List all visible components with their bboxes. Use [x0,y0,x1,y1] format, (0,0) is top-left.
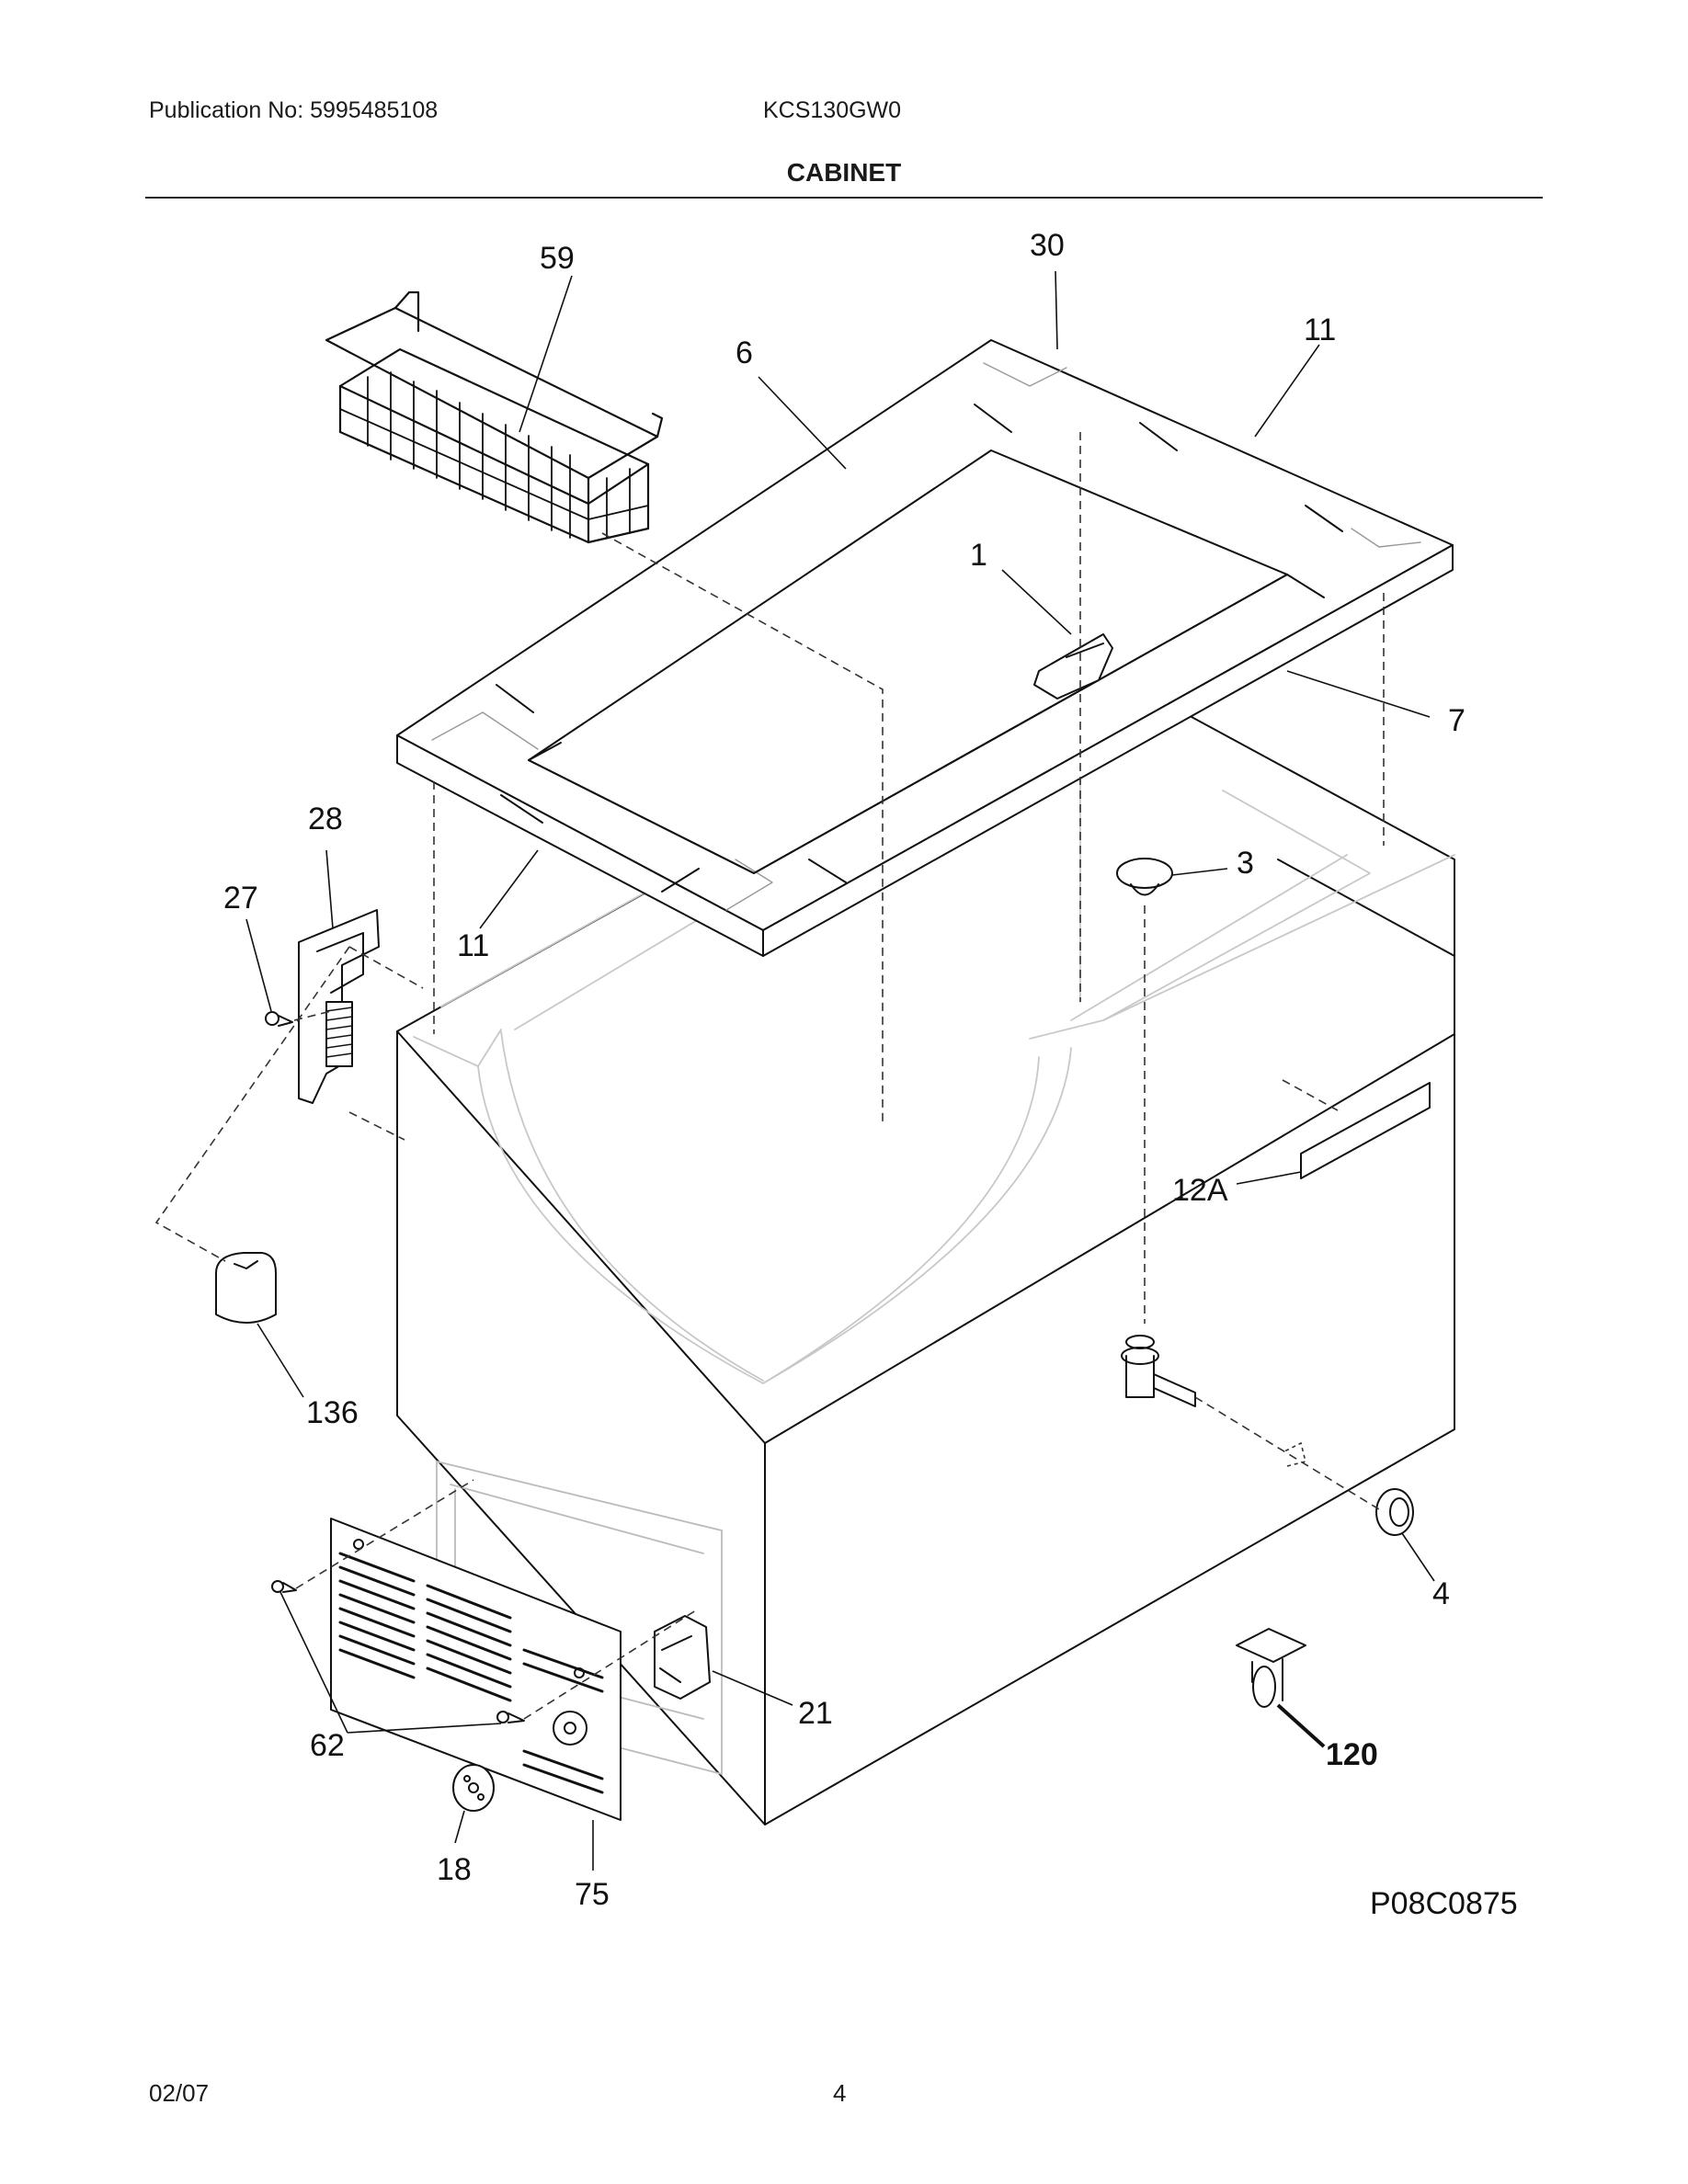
callout-18: 18 [437,1852,472,1887]
part-3-plug [1116,858,1173,896]
leader-120 [1276,1703,1326,1748]
callout-4: 4 [1432,1576,1450,1611]
callout-6: 6 [736,336,753,370]
page-title: CABINET [786,158,902,187]
part-21-relay [654,1615,711,1700]
callout-11-left: 11 [457,928,489,963]
part-62-screw [271,1580,525,1723]
callout-75: 75 [575,1877,610,1912]
callout-27: 27 [223,881,258,916]
part-59-basket [325,290,664,544]
callout-7: 7 [1448,703,1466,738]
callout-21: 21 [798,1696,833,1731]
part-120-caster [1236,1628,1306,1708]
callout-120: 120 [1326,1737,1378,1772]
part-27-screw [265,1011,293,1027]
part-28-hinge [298,909,380,1104]
assembly-lines [154,432,1385,1720]
footer-date: 02/07 [149,2079,210,2107]
callout-1: 1 [970,538,987,573]
callout-59: 59 [540,241,575,276]
lid-gasket [396,339,1454,957]
model-number: KCS130GW0 [763,97,902,123]
leader-lines [245,270,1435,1871]
header-rule [145,197,1543,199]
drain-fitting [1121,1335,1196,1407]
callout-11-top: 11 [1304,313,1336,347]
part-75-grille [330,1518,622,1821]
part-4-cap [1375,1488,1414,1536]
callout-12a: 12A [1172,1173,1228,1208]
callouts: 59 30 11 6 1 7 28 27 11 3 12A 136 4 21 6… [223,228,1466,1912]
part-18-grommet [452,1764,495,1812]
part-1-latch [1033,633,1113,700]
page-number: 4 [833,2079,847,2107]
callout-30: 30 [1030,228,1065,263]
callout-62: 62 [310,1728,345,1763]
callout-28: 28 [308,802,343,836]
drawing-code: P08C0875 [1370,1886,1518,1921]
callout-3: 3 [1237,846,1254,881]
part-136-cap [215,1252,277,1324]
callout-136: 136 [306,1395,359,1430]
publication-number: Publication No: 5995485108 [149,97,439,123]
part-12a-label [1300,1082,1431,1179]
